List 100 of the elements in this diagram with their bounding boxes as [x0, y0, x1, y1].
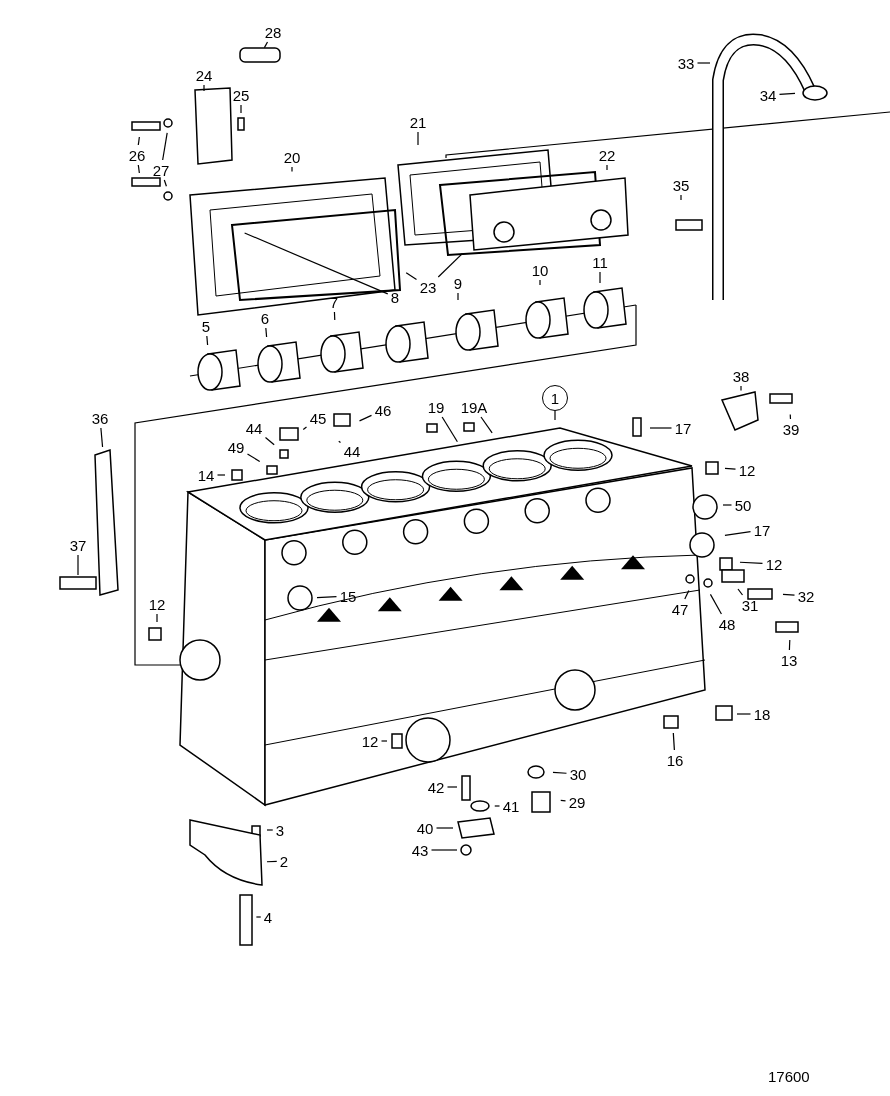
callout-number: 31 [741, 597, 759, 613]
leader-line [137, 164, 140, 174]
leader-line [724, 467, 737, 470]
callout-number: 22 [598, 147, 616, 163]
leader-line [782, 593, 796, 596]
leader-line [480, 416, 493, 434]
leader-line [599, 271, 601, 284]
leader-line [560, 799, 567, 802]
leader-line [739, 561, 764, 564]
callout-number: 43 [411, 842, 429, 858]
callout-number: 16 [666, 752, 684, 768]
leader-line [446, 786, 458, 788]
callout-number: 9 [453, 275, 463, 291]
leader-line [302, 426, 308, 431]
callout-number: 14 [197, 467, 215, 483]
callout-number: 32 [797, 588, 815, 604]
callout-number: 29 [568, 794, 586, 810]
leader-line [430, 849, 458, 851]
leader-line [405, 272, 418, 281]
callout-number: 49 [227, 439, 245, 455]
callout-number: 39 [782, 421, 800, 437]
callout-number: 44 [245, 420, 263, 436]
leader-line [265, 327, 268, 338]
leader-line [724, 531, 752, 536]
leader-line [255, 916, 262, 918]
callout-number: 50 [734, 497, 752, 513]
leader-line [709, 593, 722, 615]
leader-line [736, 713, 752, 715]
callout-number: 12 [148, 596, 166, 612]
callout-number: 19A [460, 399, 488, 415]
callout-number: 41 [502, 798, 520, 814]
callout-number: 4 [263, 909, 273, 925]
leader-line [100, 427, 104, 448]
leader-line [417, 131, 419, 146]
leader-line [778, 92, 796, 95]
callout-number: 11 [592, 254, 608, 270]
callout-number: 10 [531, 262, 549, 278]
leader-line [722, 504, 733, 506]
leader-line [264, 436, 275, 446]
leader-line [788, 639, 791, 651]
leader-line [680, 194, 682, 201]
callout-number: 48 [718, 616, 736, 632]
leader-line [240, 104, 242, 114]
callout-number: 24 [195, 67, 213, 83]
callout-number: 7 [329, 294, 339, 310]
callout-number: 30 [569, 766, 587, 782]
leader-line [137, 136, 140, 146]
callout-number: 40 [416, 820, 434, 836]
leader-line [244, 232, 389, 295]
callout-number: 6 [260, 310, 270, 326]
leader-line [216, 474, 226, 476]
callout-number: 3 [275, 822, 285, 838]
leader-line [203, 84, 205, 92]
leader-line [437, 252, 464, 278]
callout-number: 12 [765, 556, 783, 572]
leader-line [606, 164, 608, 171]
leader-line [789, 413, 792, 420]
callout-number: 25 [232, 87, 250, 103]
leader-line [333, 311, 336, 321]
callout-number: 2 [279, 853, 289, 869]
callout-number: 8 [390, 289, 400, 305]
leader-line [246, 453, 261, 462]
leader-line [737, 588, 744, 596]
leader-line [206, 335, 209, 346]
leader-line [494, 805, 501, 807]
leader-line [266, 860, 278, 863]
callout-number: 42 [427, 779, 445, 795]
callout-number: 21 [409, 114, 427, 130]
callout-number: 44 [343, 443, 361, 459]
callout-number: 26 [128, 147, 146, 163]
leader-line [649, 427, 673, 429]
leader-line [162, 132, 168, 161]
callout-number: 45 [309, 410, 327, 426]
callout-number: 36 [91, 410, 109, 426]
leader-line [696, 62, 711, 64]
callout-number: 33 [677, 55, 695, 71]
leader-line [539, 279, 541, 286]
callout-number: 12 [738, 462, 756, 478]
callout-number: 38 [732, 368, 750, 384]
callout-number: 23 [419, 279, 437, 295]
leader-line [156, 613, 158, 623]
callout-number: 47 [671, 601, 689, 617]
callout-number: 46 [374, 402, 392, 418]
leader-line [672, 732, 675, 751]
leader-line [77, 554, 79, 576]
callout-number: 34 [759, 87, 777, 103]
callout-number: 18 [753, 706, 771, 722]
callout-number: 35 [672, 177, 690, 193]
callout-number: 27 [152, 162, 170, 178]
leader-line [266, 829, 274, 831]
leader-line [358, 414, 373, 422]
leader-line [263, 41, 269, 49]
callout-number: 37 [69, 537, 87, 553]
leader-line [316, 596, 338, 599]
leader-line [163, 179, 167, 187]
leader-line [441, 416, 458, 443]
callout-number: 12 [361, 733, 379, 749]
leader-line [291, 166, 293, 173]
callout-number: 5 [201, 318, 211, 334]
callout-number: 28 [264, 24, 282, 40]
